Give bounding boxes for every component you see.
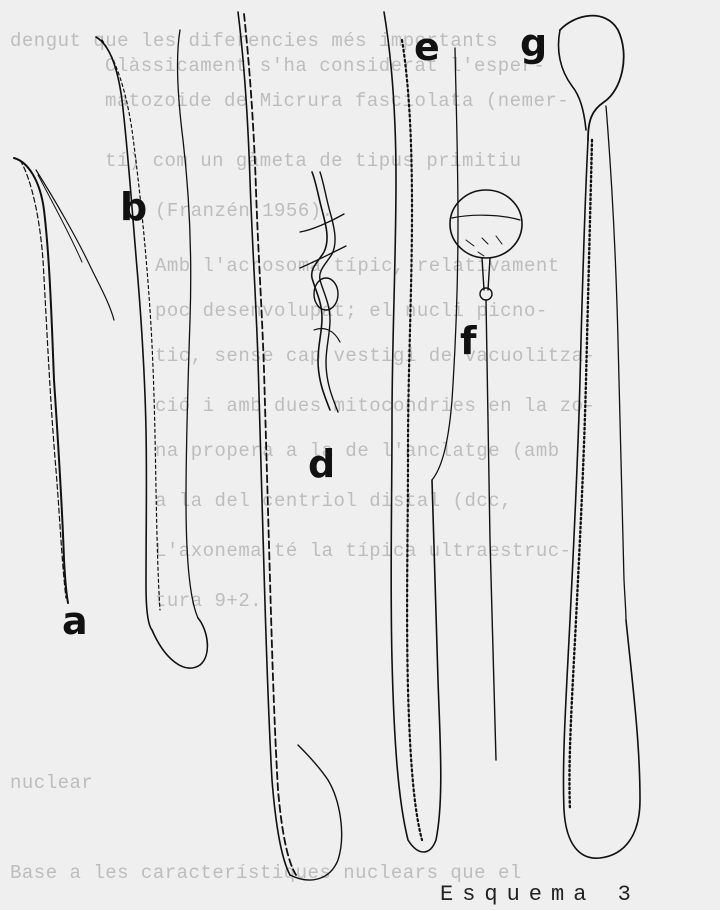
specimen-f-drawing xyxy=(450,190,522,760)
figure-caption: Esquema 3 xyxy=(440,882,640,907)
specimen-label-e: e xyxy=(414,28,440,66)
specimen-g-drawing xyxy=(559,16,641,859)
specimen-a-drawing xyxy=(14,158,114,603)
specimen-label-b: b xyxy=(120,188,147,226)
specimen-b-drawing xyxy=(96,30,207,668)
specimen-label-d: d xyxy=(308,445,335,483)
specimen-label-a: a xyxy=(62,602,88,640)
specimen-label-g: g xyxy=(520,24,547,62)
specimen-d-drawing xyxy=(300,172,346,412)
specimen-label-f: f xyxy=(460,322,477,360)
specimen-e-drawing xyxy=(384,12,458,852)
